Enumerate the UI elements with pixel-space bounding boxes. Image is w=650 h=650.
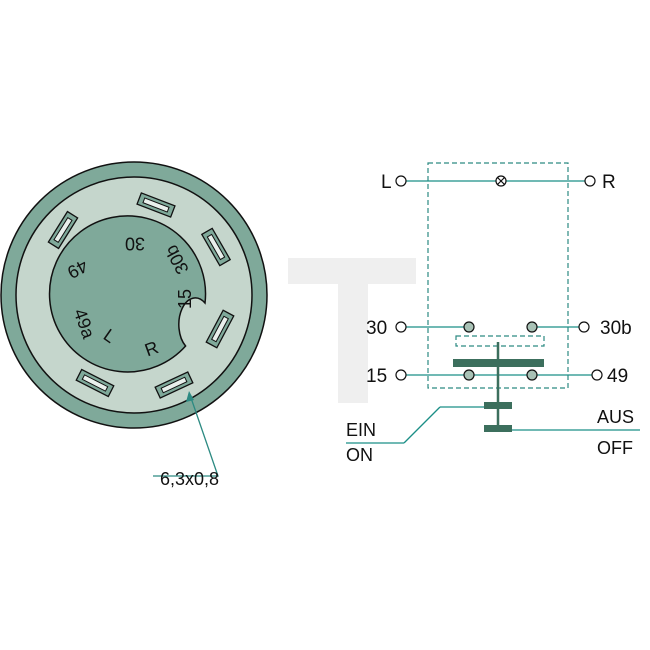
ein-leader-line-diag: [403, 406, 441, 444]
switch-contact-box: [455, 335, 545, 347]
switch-schematic: L R 30 30b 15 49 EIN ON AUS OFF: [346, 162, 640, 465]
lamp-x-icon: [495, 175, 507, 187]
switch-plunger: [484, 402, 512, 409]
terminal-circle-icon: [395, 369, 407, 381]
contact-15: [463, 369, 475, 381]
dimension-arrow-icon: [186, 391, 194, 402]
terminal-circle-icon: [584, 175, 596, 187]
label-49: 49: [607, 366, 628, 387]
label-30b: 30b: [600, 318, 632, 339]
contact-30b: [526, 321, 538, 333]
pin-label-R: R: [142, 337, 161, 360]
label-R: R: [602, 172, 616, 193]
switch-base: [484, 425, 512, 432]
label-15: 15: [366, 366, 387, 387]
blade-slot: [136, 192, 176, 218]
connector-center-area: [48, 215, 207, 373]
contact-30: [463, 321, 475, 333]
label-L: L: [381, 172, 392, 193]
blade-slot: [200, 227, 232, 267]
blade-slot: [205, 309, 235, 349]
pin-label-15: 15: [175, 289, 195, 309]
connector-face: 30 30b 15 R L 49a 49 6,3x0,8: [0, 161, 268, 489]
terminal-circle-icon: [395, 321, 407, 333]
dimension-leader-line: [153, 394, 219, 477]
terminal-circle-icon: [578, 321, 590, 333]
label-ein: EIN: [346, 420, 376, 440]
terminal-circle-icon: [395, 175, 407, 187]
label-on: ON: [346, 445, 373, 465]
blade-slot: [154, 371, 194, 399]
switch-bridge: [453, 359, 544, 367]
blade-slot: [75, 368, 115, 398]
contact-49: [526, 369, 538, 381]
label-30: 30: [366, 318, 387, 339]
label-aus: AUS: [597, 407, 634, 427]
pin-label-30: 30: [125, 233, 145, 253]
terminal-circle-icon: [591, 369, 603, 381]
watermark: [288, 258, 416, 403]
blade-slot: [47, 210, 79, 250]
dimension-label: 6,3x0,8: [160, 469, 219, 489]
label-off: OFF: [597, 438, 633, 458]
